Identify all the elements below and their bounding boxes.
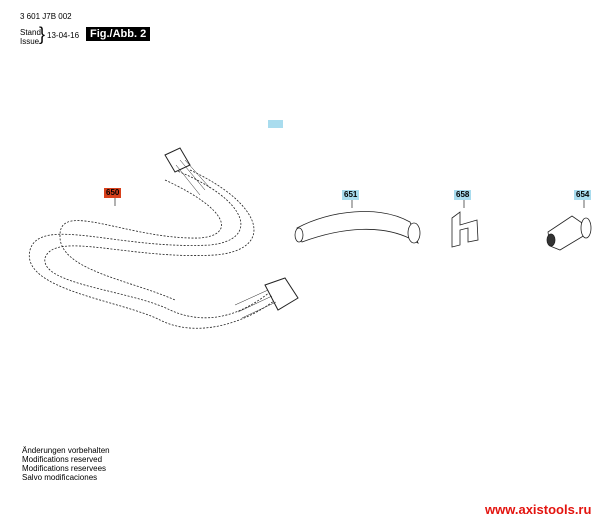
stand-issue-labels: Stand Issue [20, 28, 41, 46]
watermark-url: www.axistools.ru [485, 502, 592, 517]
note-fr: Modifications reservees [22, 464, 107, 473]
document-number: 3 601 J7B 002 [20, 12, 72, 21]
note-en: Modifications reserved [22, 455, 103, 464]
stand-label: Stand [20, 28, 41, 37]
part-label-651[interactable]: 651 [342, 190, 360, 200]
brace: } [39, 24, 46, 44]
modification-notes: Änderungen vorbehalten Modifications res… [22, 446, 110, 482]
note-de: Änderungen vorbehalten [22, 446, 110, 455]
elbow-651 [294, 200, 421, 244]
issue-label: Issue [20, 37, 40, 46]
hose-cuff-top [164, 147, 211, 196]
figure-label: Fig./Abb. 2 [86, 27, 151, 41]
hose-650 [29, 169, 276, 329]
clip-658 [451, 200, 479, 248]
part-label-658[interactable]: 658 [454, 190, 472, 200]
issue-date: 13-04-16 [47, 31, 80, 40]
part-label-650[interactable]: 650 [104, 188, 122, 198]
note-es: Salvo modificaciones [22, 473, 98, 482]
part-label-654[interactable]: 654 [574, 190, 592, 200]
marker [268, 120, 283, 128]
hose-cuff-bottom [234, 277, 299, 319]
adapter-654 [546, 200, 592, 251]
